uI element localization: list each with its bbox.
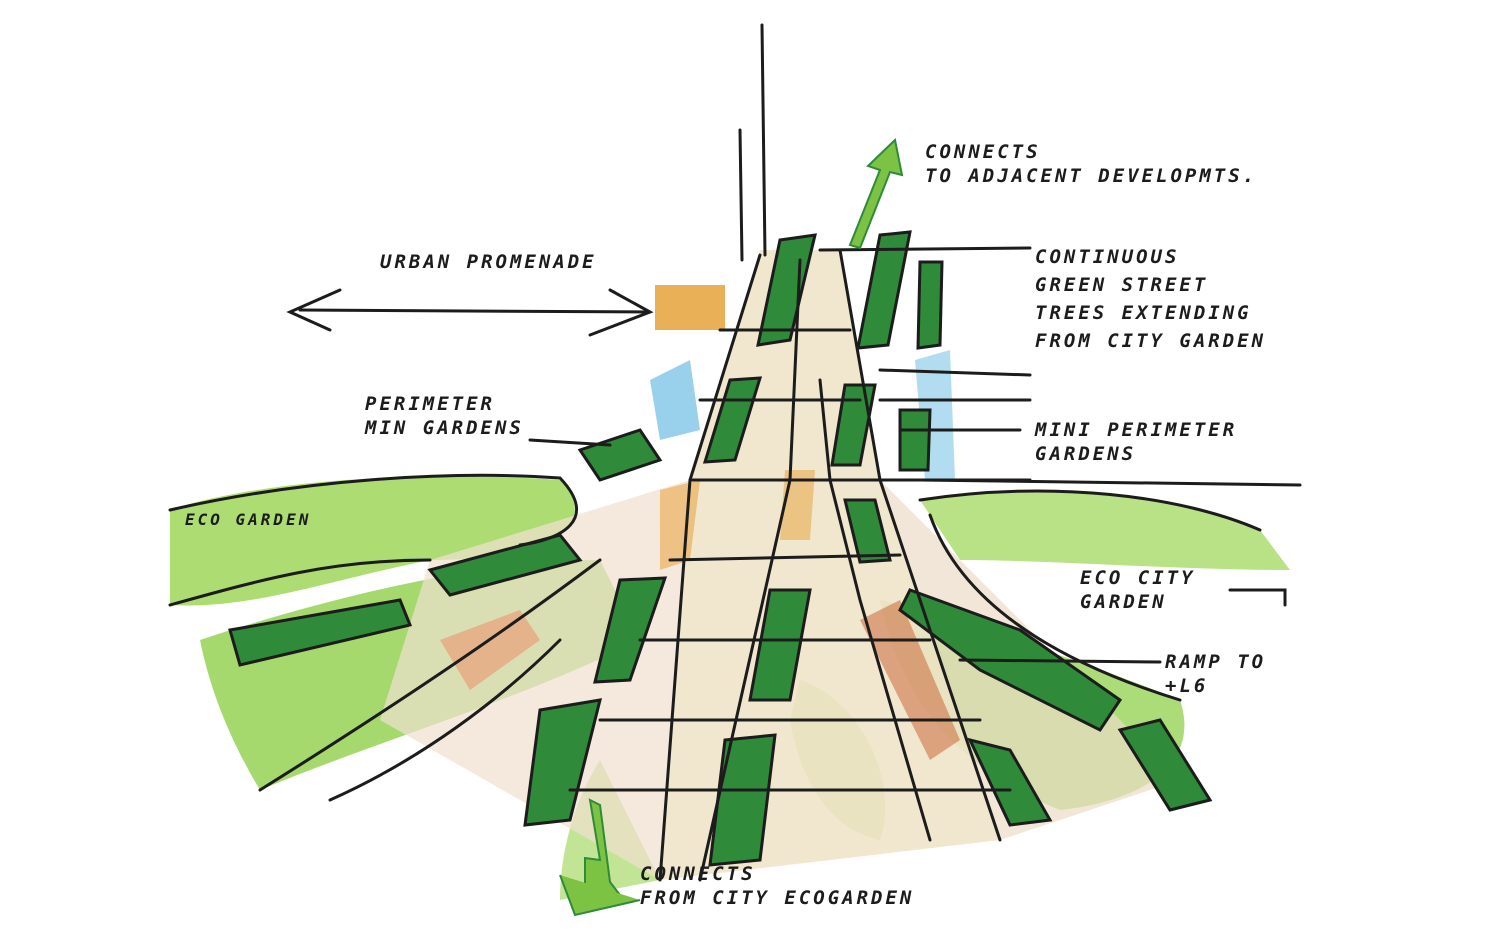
label-line: GARDEN bbox=[1080, 591, 1167, 613]
label-line: TO ADJACENT DEVELOPMTS. bbox=[925, 165, 1258, 187]
label-line: URBAN PROMENADE bbox=[380, 251, 597, 273]
label-eco-city-garden: ECO CITY GARDEN bbox=[1080, 566, 1196, 614]
label-line: ECO GARDEN bbox=[185, 510, 312, 529]
label-line: GREEN STREET bbox=[1035, 274, 1209, 296]
label-continuous-green: CONTINUOUS GREEN STREET TREES EXTENDING … bbox=[1035, 243, 1266, 355]
ink-lines bbox=[168, 23, 1302, 882]
label-perimeter-min-gardens: PERIMETER MIN GARDENS bbox=[365, 392, 524, 440]
label-line: CONNECTS bbox=[640, 863, 756, 885]
label-line: CONNECTS bbox=[925, 141, 1041, 163]
label-line: +L6 bbox=[1165, 675, 1209, 697]
label-line: MINI PERIMETER bbox=[1035, 419, 1238, 441]
label-line: PERIMETER bbox=[365, 393, 495, 415]
label-line: ECO CITY bbox=[1080, 567, 1196, 589]
label-line: RAMP TO bbox=[1165, 651, 1267, 673]
label-connect-adjacent: CONNECTS TO ADJACENT DEVELOPMTS. bbox=[925, 140, 1257, 188]
label-connects-from: CONNECTS FROM CITY ECOGARDEN bbox=[640, 862, 914, 910]
label-urban-promenade: URBAN PROMENADE bbox=[380, 250, 597, 274]
label-line: TREES EXTENDING bbox=[1035, 302, 1252, 324]
connect-arrows bbox=[559, 138, 904, 917]
label-line: GARDENS bbox=[1035, 443, 1137, 465]
label-line: FROM CITY ECOGARDEN bbox=[640, 887, 915, 909]
label-line: MIN GARDENS bbox=[365, 417, 524, 439]
label-mini-perimeter-gardens: MINI PERIMETER GARDENS bbox=[1035, 418, 1237, 466]
label-ramp: RAMP TO +L6 bbox=[1165, 650, 1266, 698]
label-line: CONTINUOUS bbox=[1035, 246, 1180, 268]
label-line: FROM CITY GARDEN bbox=[1035, 330, 1267, 352]
label-eco-garden: ECO GARDEN bbox=[185, 508, 311, 532]
